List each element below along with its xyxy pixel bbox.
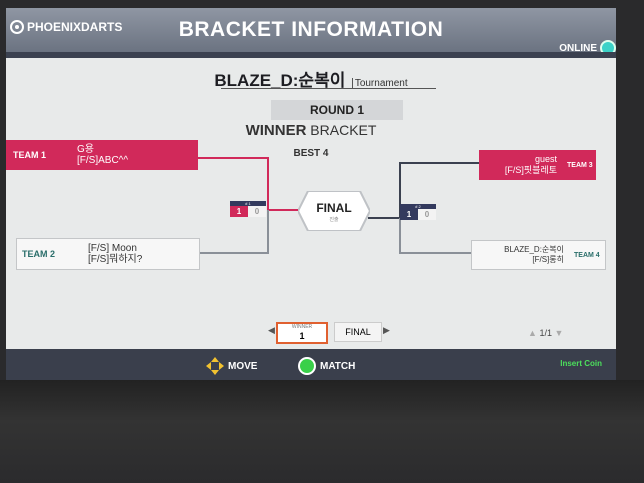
footer-bar: MOVE MATCH Insert Coin xyxy=(6,349,616,380)
team-2-label: TEAM 2 xyxy=(22,249,56,259)
right-upper-line xyxy=(368,162,479,219)
round-label: ROUND 1 xyxy=(271,100,403,120)
team-3-label: TEAM 3 xyxy=(567,161,593,169)
team-1-label: TEAM 1 xyxy=(13,150,47,160)
final-hexagon-shape xyxy=(298,191,370,231)
team-1-slot: TEAM 1 G용 [F/S]ABC^^ xyxy=(6,140,198,170)
online-label: ONLINE xyxy=(559,42,597,54)
team-4-player-1: BLAZE_D:순복이 xyxy=(504,245,564,254)
match-2-score: # 2 1 0 xyxy=(400,204,436,220)
nav-right-arrow-icon[interactable]: ▶ xyxy=(383,325,390,335)
match-1-score-team1: 1 xyxy=(230,206,248,217)
green-button-icon xyxy=(298,357,316,375)
team-1-player-1: G용 xyxy=(77,144,94,155)
match-2-score-team1: 1 xyxy=(400,209,418,220)
right-lower-line xyxy=(399,218,471,254)
phoenix-logo-icon xyxy=(10,20,24,34)
team-2-player-2: [F/S]뭐하지? xyxy=(88,254,143,265)
final-node: FINAL 진출 xyxy=(298,191,370,231)
team-2-player-1: [F/S] Moon xyxy=(88,243,137,254)
match-1-score-team2: 0 xyxy=(248,206,266,217)
bracket-name: WINNER BRACKET xyxy=(6,122,616,139)
tournament-name: BLAZE_D:순복이 xyxy=(214,71,346,90)
match-1-tag: # 1 xyxy=(230,201,266,206)
tournament-type: Tournament xyxy=(351,78,408,89)
match-label: MATCH xyxy=(320,360,356,372)
winner-selector-label: WINNER xyxy=(291,324,313,330)
team-2-slot: TEAM 2 [F/S] Moon [F/S]뭐하지? xyxy=(16,238,200,270)
team-4-player-2: [F/S]롱히 xyxy=(532,255,564,264)
match-hint: MATCH xyxy=(298,357,355,375)
left-upper-line xyxy=(198,157,302,211)
move-label: MOVE xyxy=(228,360,258,372)
move-hint: MOVE xyxy=(206,357,257,375)
page-indicator: ▲ 1/1 ▼ xyxy=(528,328,563,338)
header-divider xyxy=(6,52,616,58)
team-2-names: [F/S] Moon [F/S]뭐하지? xyxy=(88,243,142,265)
title-underline xyxy=(221,88,436,89)
page-title: BRACKET INFORMATION xyxy=(178,18,444,41)
team-3-player-2: [F/S]핏블레토 xyxy=(504,165,557,175)
logo: PHOENIXDARTS xyxy=(10,20,122,34)
final-selector-label: FINAL xyxy=(345,327,371,337)
match-2-score-team2: 0 xyxy=(418,209,436,220)
final-selector[interactable]: FINAL xyxy=(334,322,382,342)
machine-bezel xyxy=(0,380,644,483)
match-2-tag: # 2 xyxy=(400,204,436,209)
team-3-names: guest [F/S]핏블레토 xyxy=(479,154,557,176)
team-4-label: TEAM 4 xyxy=(574,251,600,259)
team-1-names: G용 [F/S]ABC^^ xyxy=(77,144,128,166)
team-3-slot: guest [F/S]핏블레토 TEAM 3 xyxy=(479,150,596,180)
team-4-slot: BLAZE_D:순복이 [F/S]롱히 TEAM 4 xyxy=(471,240,606,270)
screen: PHOENIXDARTS BRACKET INFORMATION ONLINE … xyxy=(6,8,616,380)
bracket-lines xyxy=(198,157,479,254)
insert-coin-label: Insert Coin xyxy=(560,359,602,368)
page-up-icon[interactable]: ▲ xyxy=(528,328,537,338)
bracket-sub: BRACKET xyxy=(310,122,377,138)
winner-selector-value: 1 xyxy=(299,331,305,341)
nav-left-arrow-icon[interactable]: ◀ xyxy=(268,325,275,335)
page-number: 1/1 xyxy=(539,328,552,338)
tournament-title: BLAZE_D:순복이 Tournament xyxy=(6,66,616,91)
team-4-names: BLAZE_D:순복이 [F/S]롱히 xyxy=(472,245,564,265)
bracket-main: WINNER xyxy=(245,122,307,139)
winner-selector[interactable]: WINNER 1 xyxy=(276,322,328,344)
left-lower-line xyxy=(198,210,269,254)
match-1-score: # 1 1 0 xyxy=(230,201,266,217)
final-sub: 진출 xyxy=(329,217,339,223)
page-down-icon[interactable]: ▼ xyxy=(554,328,564,338)
best-of-label: BEST 4 xyxy=(293,148,329,159)
team-1-player-2: [F/S]ABC^^ xyxy=(77,155,129,166)
logo-text: PHOENIXDARTS xyxy=(27,20,123,34)
team-3-player-1: guest xyxy=(534,154,557,164)
final-label: FINAL xyxy=(316,201,352,215)
dpad-arrows-icon xyxy=(206,357,224,375)
